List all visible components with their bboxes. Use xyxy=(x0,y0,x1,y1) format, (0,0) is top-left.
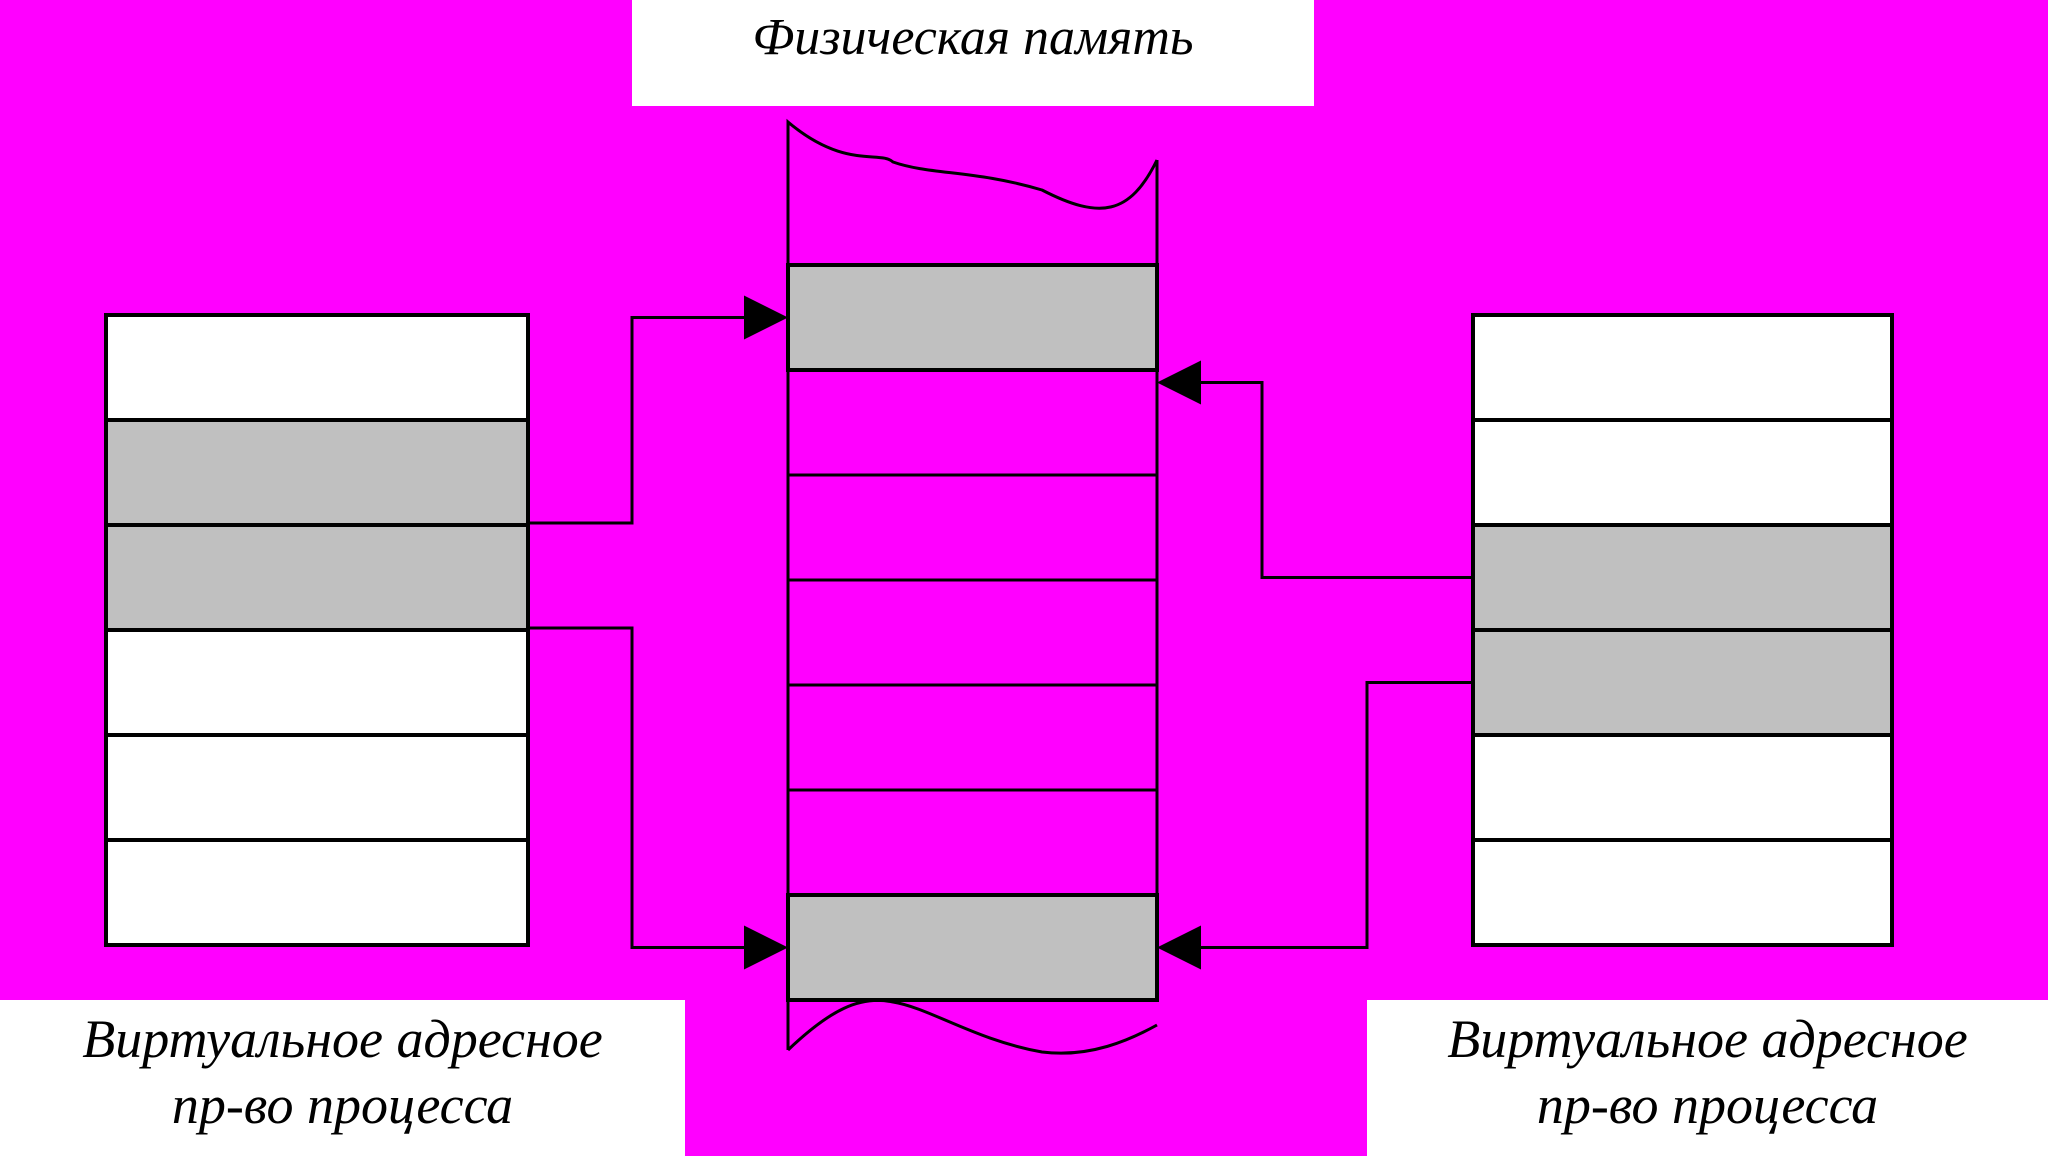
left-process-caption: Виртуальное адресное пр-во процесса xyxy=(0,1000,685,1156)
mapping-line-left-3 xyxy=(528,626,748,949)
right-page-2 xyxy=(1471,418,1894,527)
mapping-line-right-3 xyxy=(1197,381,1473,579)
left-virtual-address-space xyxy=(104,313,530,947)
mapping-line-right-4 xyxy=(1197,681,1473,949)
left-page-2 xyxy=(104,418,530,527)
mapping-arrowhead-left-2 xyxy=(744,295,788,340)
right-virtual-address-space xyxy=(1471,313,1894,947)
right-page-4 xyxy=(1471,628,1894,737)
physical-memory-bottom-wave xyxy=(786,998,1158,1055)
left-caption-line-1: Виртуальное адресное xyxy=(82,1009,603,1069)
left-page-4 xyxy=(104,628,530,737)
mapping-line-left-2 xyxy=(528,316,748,525)
left-page-3 xyxy=(104,523,530,632)
title-text: Физическая память xyxy=(752,9,1194,66)
mapping-arrowhead-left-3 xyxy=(744,925,788,970)
right-page-3 xyxy=(1471,523,1894,632)
physical-frame-7 xyxy=(786,893,1159,1002)
left-page-6 xyxy=(104,838,530,947)
right-caption-line-2: пр-во процесса xyxy=(1536,1075,1879,1135)
right-page-6 xyxy=(1471,838,1894,947)
right-process-caption: Виртуальное адресное пр-во процесса xyxy=(1367,1000,2048,1156)
physical-frame-1 xyxy=(786,263,1159,372)
left-page-1 xyxy=(104,313,530,422)
right-page-1 xyxy=(1471,313,1894,422)
physical-memory-column xyxy=(786,118,1159,1055)
physical-memory-title: Физическая память xyxy=(632,0,1314,106)
mapping-arrowhead-right-4 xyxy=(1157,925,1201,970)
mapping-arrowhead-right-3 xyxy=(1157,360,1201,405)
page-mapping-arrows xyxy=(528,295,1473,970)
right-caption-line-1: Виртуальное адресное xyxy=(1447,1009,1968,1069)
physical-memory-top-wave xyxy=(786,118,1159,210)
left-page-5 xyxy=(104,733,530,842)
left-caption-line-2: пр-во процесса xyxy=(171,1075,514,1135)
right-page-5 xyxy=(1471,733,1894,842)
